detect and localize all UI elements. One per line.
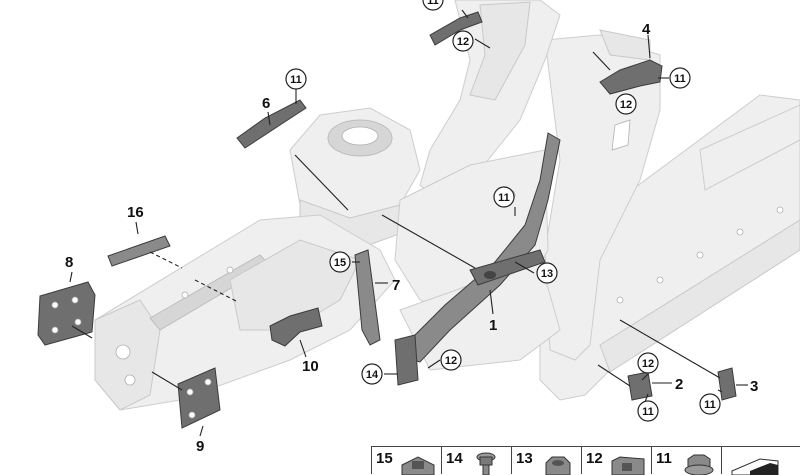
flange-nut-icon bbox=[684, 454, 714, 475]
svg-text:11: 11 bbox=[427, 0, 439, 7]
svg-text:11: 11 bbox=[674, 73, 686, 85]
callout-11-part3: 11 bbox=[699, 393, 721, 415]
legend-cell-14[interactable]: 14 bbox=[442, 447, 512, 475]
label-part-7: 7 bbox=[392, 277, 400, 294]
clamp-icon bbox=[611, 456, 645, 475]
legend-cell-15[interactable]: 15 bbox=[372, 447, 442, 475]
legend-number: 12 bbox=[586, 450, 603, 467]
label-part-6: 6 bbox=[262, 95, 270, 112]
legend-cell-part bbox=[722, 447, 800, 475]
part-9-plate[interactable] bbox=[177, 367, 221, 429]
callout-15: 15 bbox=[329, 251, 351, 273]
legend-cell-12[interactable]: 12 bbox=[582, 447, 652, 475]
label-part-4: 4 bbox=[642, 21, 651, 38]
svg-text:15: 15 bbox=[334, 257, 346, 269]
part-6-bracket[interactable] bbox=[236, 99, 307, 149]
label-part-1: 1 bbox=[489, 317, 497, 334]
svg-text:13: 13 bbox=[541, 268, 553, 280]
label-part-8: 8 bbox=[65, 254, 73, 271]
callout-11-middle: 11 bbox=[493, 186, 515, 208]
fastener-legend: 15 14 13 12 11 bbox=[371, 446, 800, 475]
label-part-9: 9 bbox=[196, 438, 204, 455]
part-8-plate[interactable] bbox=[37, 281, 96, 346]
svg-text:12: 12 bbox=[642, 358, 654, 370]
legend-number: 13 bbox=[516, 450, 533, 467]
legend-number: 14 bbox=[446, 450, 463, 467]
callout-11-part4: 11 bbox=[669, 67, 691, 89]
legend-number: 11 bbox=[656, 450, 672, 467]
bolt-icon bbox=[476, 452, 496, 475]
label-part-10: 10 bbox=[302, 358, 319, 375]
svg-text:11: 11 bbox=[642, 406, 654, 418]
callout-13: 13 bbox=[536, 262, 558, 284]
clip-nut-icon bbox=[401, 456, 435, 475]
svg-text:12: 12 bbox=[445, 355, 457, 367]
label-part-2: 2 bbox=[675, 376, 683, 393]
part-2-bracket[interactable] bbox=[627, 371, 653, 401]
part-shape-icon bbox=[731, 458, 779, 475]
part-3-bracket[interactable] bbox=[717, 367, 737, 401]
callout-12-lower: 12 bbox=[440, 349, 462, 371]
label-part-16: 16 bbox=[127, 204, 144, 221]
svg-text:11: 11 bbox=[704, 399, 716, 411]
svg-text:11: 11 bbox=[290, 74, 302, 86]
label-part-3: 3 bbox=[750, 378, 758, 395]
callout-12-part4: 12 bbox=[615, 93, 637, 115]
callout-12-part2: 12 bbox=[637, 352, 659, 374]
callout-11-upper-left: 11 bbox=[285, 68, 307, 90]
part-10-bracket[interactable] bbox=[269, 307, 323, 347]
svg-text:11: 11 bbox=[498, 192, 510, 204]
part-14-bracket[interactable] bbox=[394, 334, 419, 386]
callout-11-part2: 11 bbox=[637, 400, 659, 422]
part-7-bracket[interactable] bbox=[354, 249, 381, 346]
callout-12-top: 12 bbox=[452, 30, 474, 52]
svg-text:12: 12 bbox=[457, 36, 469, 48]
circled-callouts: 11 11 12 11 12 11 13 15 bbox=[285, 0, 721, 422]
legend-cell-13[interactable]: 13 bbox=[512, 447, 582, 475]
legend-number: 15 bbox=[376, 450, 393, 467]
callout-11-top: 11 bbox=[422, 0, 444, 11]
part-top-bracket[interactable] bbox=[429, 11, 483, 46]
part-number-labels: 6 4 16 8 7 1 10 2 3 9 bbox=[65, 21, 758, 455]
svg-text:14: 14 bbox=[366, 369, 379, 381]
hex-nut-icon bbox=[545, 456, 571, 475]
part-4-bracket[interactable] bbox=[599, 59, 663, 95]
callout-14: 14 bbox=[361, 363, 383, 385]
legend-cell-11[interactable]: 11 bbox=[652, 447, 722, 475]
vehicle-body-structure bbox=[94, 0, 800, 411]
leader-lines bbox=[69, 9, 748, 437]
svg-text:12: 12 bbox=[620, 99, 632, 111]
part-16-strut[interactable] bbox=[107, 235, 171, 267]
